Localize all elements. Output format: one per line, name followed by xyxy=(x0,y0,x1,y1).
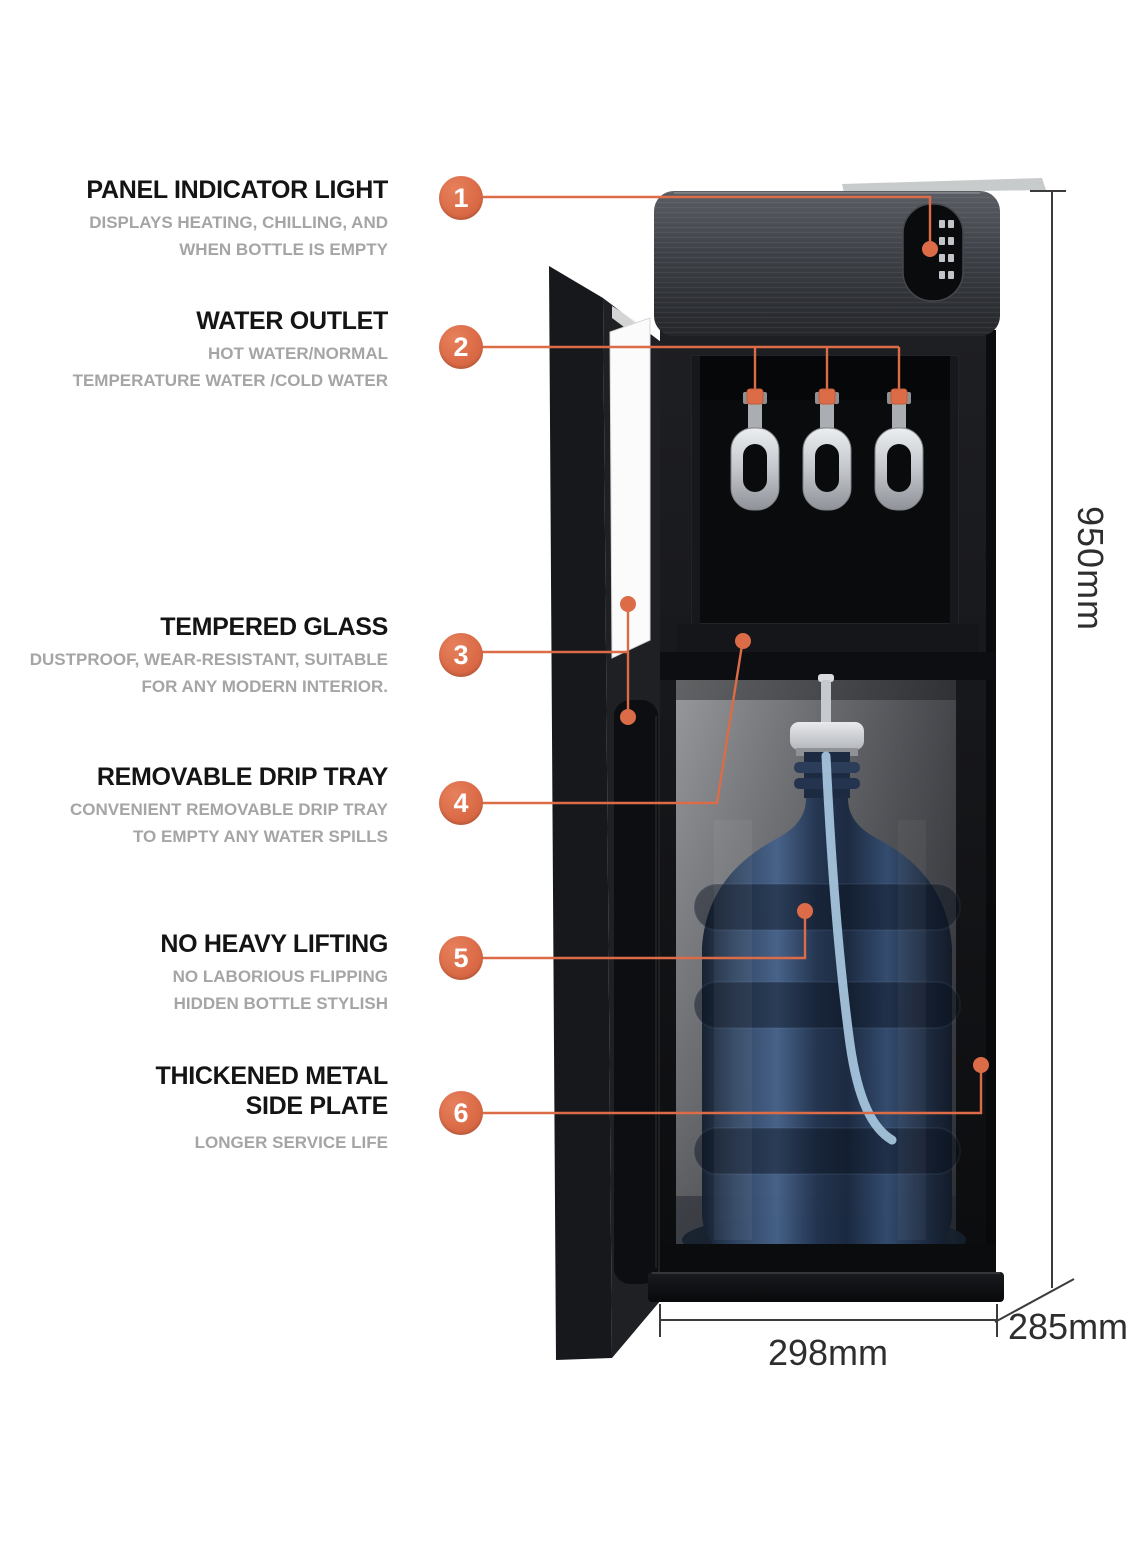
water-bottle xyxy=(693,674,961,1258)
feature-panel-indicator-light: PANEL INDICATOR LIGHT DISPLAYS HEATING, … xyxy=(86,175,388,263)
feature-removable-drip-tray: REMOVABLE DRIP TRAY CONVENIENT REMOVABLE… xyxy=(70,762,388,850)
indicator-label-rows xyxy=(939,220,954,279)
bottle-cap xyxy=(790,722,864,750)
leader-6 xyxy=(478,1070,983,1115)
feature-title: THICKENED METAL SIDE PLATE xyxy=(155,1062,388,1120)
endpoint-dot-6 xyxy=(973,1057,989,1073)
feature-title: WATER OUTLET xyxy=(196,307,388,335)
leader-1 xyxy=(483,195,932,243)
feature-title: TEMPERED GLASS xyxy=(160,613,388,641)
bottle-ribs xyxy=(693,883,961,1175)
leader-lines xyxy=(478,195,983,1115)
leader-endpoints xyxy=(620,241,989,1073)
endpoint-dot-1 xyxy=(922,241,938,257)
feed-probe xyxy=(821,680,831,728)
callout-badge-3: 3 xyxy=(439,633,483,677)
leader-2 xyxy=(481,345,901,389)
open-glass-door xyxy=(549,266,661,1360)
top-surface-sliver xyxy=(842,178,1046,193)
tap-cold xyxy=(874,392,924,511)
leader-5 xyxy=(481,917,807,960)
leader-3 xyxy=(480,606,630,715)
feature-title: NO HEAVY LIFTING xyxy=(160,930,388,958)
callout-badge-6: 6 xyxy=(439,1091,483,1135)
endpoint-dot-3a xyxy=(620,596,636,612)
bottle-feed-tube xyxy=(821,751,897,1145)
feature-desc: LONGER SERVICE LIFE xyxy=(194,1133,388,1152)
endpoint-dot-4 xyxy=(735,633,751,649)
callout-badge-1: 1 xyxy=(439,176,483,220)
tempered-glass-window xyxy=(609,317,651,659)
water-taps xyxy=(730,392,924,511)
tap-normal xyxy=(802,392,852,511)
dispenser-body xyxy=(648,178,1046,1302)
feature-desc: DISPLAYS HEATING, CHILLING, AND WHEN BOT… xyxy=(89,213,388,259)
feed-probe-tip xyxy=(818,674,834,682)
callout-badge-4: 4 xyxy=(439,781,483,825)
callout-badge-2: 2 xyxy=(439,325,483,369)
right-side-plate xyxy=(986,330,996,1292)
feature-water-outlet: WATER OUTLET HOT WATER/NORMAL TEMPERATUR… xyxy=(72,306,389,394)
endpoint-square-hot xyxy=(746,388,764,405)
feature-thickened-metal-side-plate: THICKENED METAL SIDE PLATE LONGER SERVIC… xyxy=(155,1061,388,1156)
endpoint-dot-5 xyxy=(797,903,813,919)
feature-tempered-glass: TEMPERED GLASS DUSTPROOF, WEAR-RESISTANT… xyxy=(29,612,389,700)
feature-title: REMOVABLE DRIP TRAY xyxy=(96,763,388,791)
feature-desc: NO LABORIOUS FLIPPING HIDDEN BOTTLE STYL… xyxy=(172,967,388,1013)
height-dimension-label: 950mm xyxy=(1070,506,1111,632)
feature-desc: CONVENIENT REMOVABLE DRIP TRAY TO EMPTY … xyxy=(69,800,388,846)
feature-no-heavy-lifting: NO HEAVY LIFTING NO LABORIOUS FLIPPING H… xyxy=(160,929,388,1017)
dimension-lines xyxy=(659,190,1075,1337)
callout-badge-5: 5 xyxy=(439,936,483,980)
depth-dimension-line xyxy=(994,1278,1075,1323)
width-dimension-label: 298mm xyxy=(767,1332,889,1373)
leader-4 xyxy=(480,644,744,805)
endpoint-square-normal xyxy=(818,388,836,405)
base xyxy=(648,1272,1004,1302)
endpoint-square-cold xyxy=(890,388,908,405)
endpoint-dot-3b xyxy=(620,709,636,725)
feature-desc: HOT WATER/NORMAL TEMPERATURE WATER /COLD… xyxy=(72,344,388,390)
removable-drip-tray xyxy=(678,624,978,652)
door-lower-recess xyxy=(614,700,658,1284)
feature-title: PANEL INDICATOR LIGHT xyxy=(86,176,388,204)
depth-dimension-label: 285mm xyxy=(1008,1306,1129,1347)
feature-desc: DUSTPROOF, WEAR-RESISTANT, SUITABLE FOR … xyxy=(29,650,388,696)
